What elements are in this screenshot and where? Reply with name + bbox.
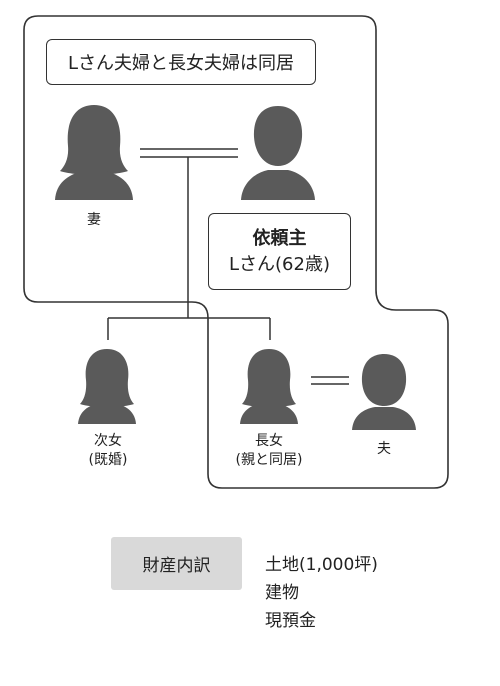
- second-daughter-silhouette: [78, 349, 136, 424]
- asset-item: 現預金: [265, 611, 316, 631]
- wife-silhouette: [55, 105, 133, 200]
- eldest-daughter-note: (親と同居): [235, 452, 303, 468]
- second-daughter-label: 次女 (既婚): [62, 432, 154, 470]
- cohabitation-region: [23, 15, 449, 489]
- asset-item: 建物: [265, 583, 299, 603]
- client-title: 依頼主: [252, 227, 307, 249]
- husband-silhouette: [352, 354, 416, 430]
- eldest-daughter-name: 長女: [255, 433, 283, 449]
- asset-breakdown-badge: 財産内訳: [111, 537, 242, 590]
- second-daughter-note: (既婚): [88, 452, 128, 468]
- client-name: Lさん(62歳): [229, 253, 330, 275]
- wife-label: 妻: [87, 212, 101, 228]
- second-daughter-name: 次女: [94, 433, 122, 449]
- cohabitation-note: Lさん夫婦と長女夫婦は同居: [46, 39, 316, 85]
- l-san-silhouette: [241, 106, 315, 200]
- eldest-daughter-label: 長女 (親と同居): [222, 432, 316, 470]
- client-box: 依頼主 Lさん(62歳): [208, 213, 351, 290]
- husband-label: 夫: [377, 441, 391, 457]
- asset-item: 土地(1,000坪): [265, 555, 378, 575]
- eldest-daughter-silhouette: [240, 349, 298, 424]
- asset-list: 土地(1,000坪) 建物 現預金: [265, 551, 378, 635]
